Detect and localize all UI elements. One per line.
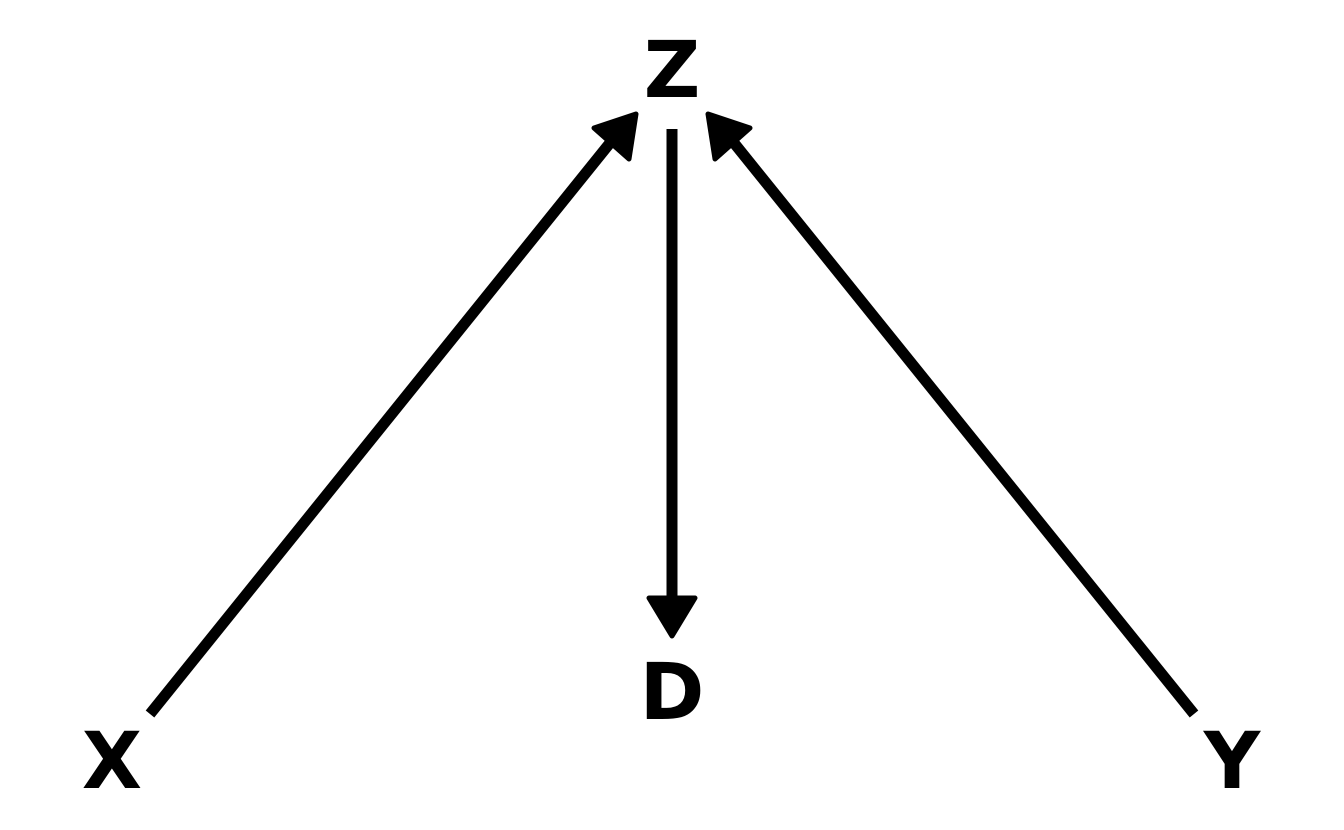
- edge-z-to-d-arrowhead: [646, 595, 698, 639]
- node-x-label: X: [82, 717, 142, 807]
- node-d-label: D: [640, 648, 705, 738]
- edge-z-to-d: [646, 129, 698, 639]
- edge-y-to-z-line: [725, 134, 1199, 718]
- node-y-label: Y: [1203, 717, 1262, 807]
- edge-x-to-z-arrowhead: [591, 111, 639, 162]
- edge-x-to-z: [145, 111, 639, 718]
- edge-x-to-z-line: [145, 134, 619, 718]
- edge-y-to-z: [705, 111, 1199, 718]
- node-z-label: Z: [644, 26, 701, 116]
- edge-y-to-z-arrowhead: [705, 111, 753, 162]
